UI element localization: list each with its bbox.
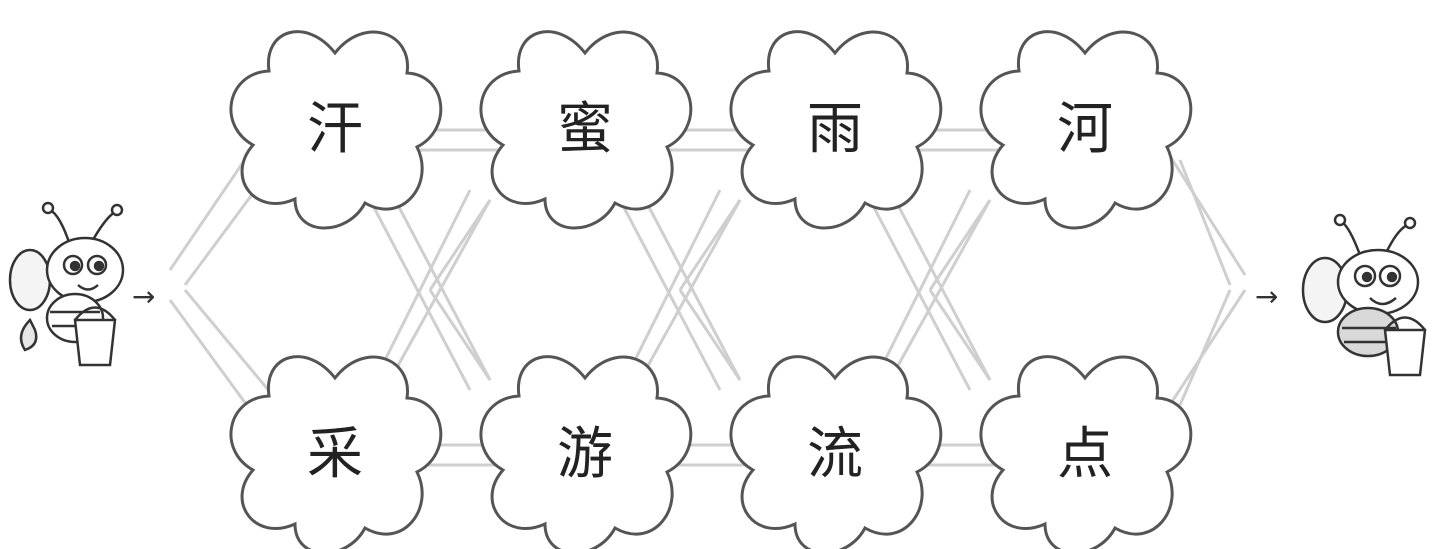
start-arrow: →: [132, 280, 155, 313]
end-arrow: →: [1255, 280, 1278, 313]
flower-top-3-char: 雨: [807, 97, 863, 162]
bee-end-icon: [1301, 213, 1427, 377]
flower-top-1-char: 汗: [307, 97, 363, 162]
flower-top-4-char: 河: [1057, 97, 1113, 162]
flower-bottom-4-char: 点: [1057, 422, 1113, 487]
flower-bottom-1-char: 采: [307, 422, 363, 487]
flower-top-2-char: 蜜: [557, 97, 613, 162]
flower-bottom-3-char: 流: [807, 422, 863, 487]
bee-start-icon: [8, 201, 125, 367]
flower-bottom-2-char: 游: [557, 422, 613, 487]
